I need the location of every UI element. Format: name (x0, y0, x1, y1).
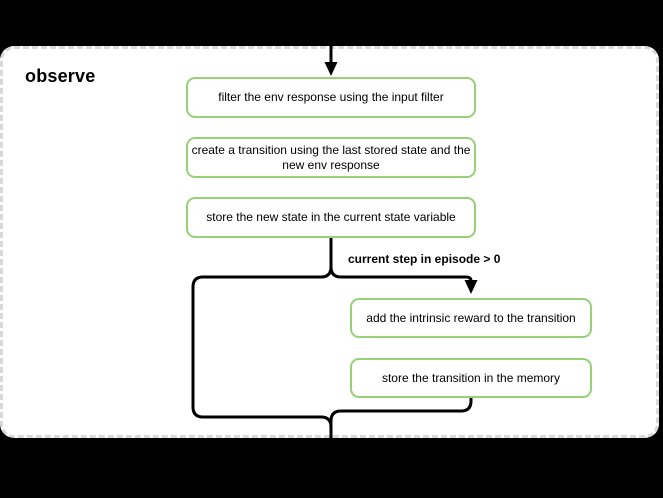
flow-node-label: add the intrinsic reward to the transiti… (366, 310, 576, 325)
flow-node-label: create a transition using the last store… (191, 142, 471, 172)
flow-node-store-new-state: store the new state in the current state… (186, 197, 476, 238)
flow-node-filter-env-response: filter the env response using the input … (186, 77, 476, 118)
flow-node-store-transition: store the transition in the memory (350, 358, 592, 398)
flow-node-label: store the transition in the memory (381, 370, 561, 385)
flow-node-create-transition: create a transition using the last store… (186, 137, 476, 178)
branch-condition-label: current step in episode > 0 (348, 252, 501, 266)
group-title: observe (25, 66, 96, 86)
flow-node-label: store the new state in the current state… (206, 210, 456, 224)
flow-node-add-intrinsic-reward: add the intrinsic reward to the transiti… (350, 298, 592, 338)
flow-node-label: filter the env response using the input … (218, 90, 444, 104)
